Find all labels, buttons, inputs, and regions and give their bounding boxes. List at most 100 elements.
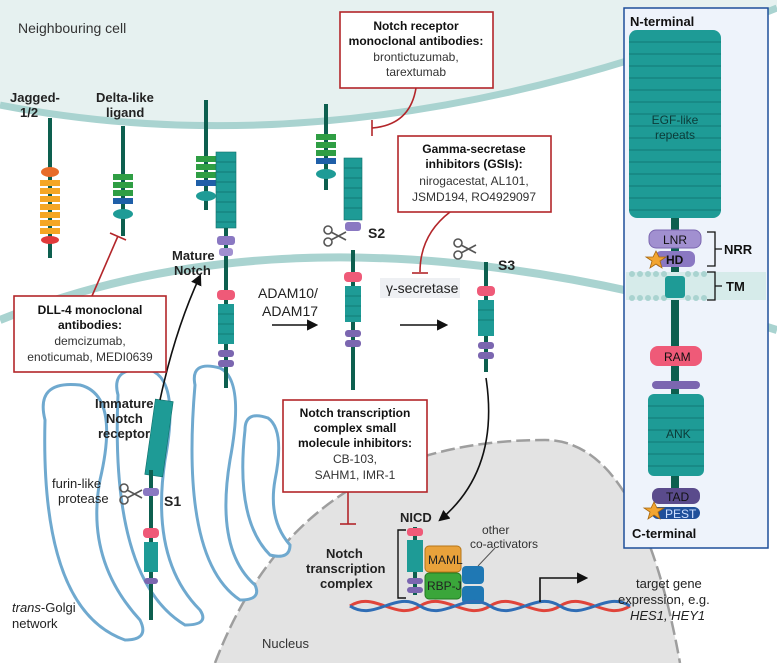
pest-label: PEST [665, 507, 697, 521]
hd-mutation-star-icon [644, 250, 668, 269]
dll4-drug-2: enoticumab, MEDI0639 [27, 350, 153, 364]
dll4-mab-inhibitor: DLL-4 monoclonal antibodies: demcizumab,… [13, 232, 167, 373]
immature-notch-receptor [143, 398, 174, 620]
golgi-network [41, 364, 292, 642]
tc-drug-1: CB-103, [333, 452, 377, 466]
mature-notch-receptor [215, 151, 237, 388]
tm-bracket [707, 271, 722, 301]
nucleus-label: Nucleus [262, 636, 309, 651]
immature-notch-label: Immature [95, 396, 154, 411]
nicd-translocation-arrow [438, 377, 490, 522]
mature-notch-label: Mature [172, 248, 215, 263]
coactivators-label: other [482, 523, 509, 537]
furin-label-2: protease [58, 491, 109, 506]
dll4-title: DLL-4 monoclonal [38, 303, 143, 317]
golgi-label-2: network [12, 616, 58, 631]
gamma-secretase-bg [380, 278, 460, 298]
target-gene-label-3: HES1, HEY1 [630, 608, 705, 623]
delta-like-label: Delta-like [96, 90, 154, 105]
gsi-title: Gamma-secretase [422, 142, 526, 156]
tad-domain [652, 488, 700, 504]
target-gene-label: target gene [636, 576, 702, 591]
complex-bracket [397, 529, 406, 599]
hd-label: HD [666, 253, 684, 267]
complex-label-3: complex [320, 576, 374, 591]
ank-domain [648, 394, 704, 476]
lnr-domain [648, 229, 702, 249]
tc-drug-2: SAHM1, IMR-1 [315, 468, 396, 482]
gsi-drug-1: nirogacestat, AL101, [419, 174, 528, 188]
gsi-inhibitor: Gamma-secretase inhibitors (GSIs): nirog… [397, 135, 552, 274]
egf-label: EGF-like [652, 113, 699, 127]
s1-label: S1 [164, 493, 181, 509]
rbpj-protein [424, 572, 462, 600]
adam-label-2: ADAM17 [262, 303, 318, 319]
s2-cleavage-receptor [343, 157, 363, 390]
ram-domain [650, 346, 702, 366]
notch-mab-drug-2: tarextumab [386, 65, 446, 79]
tm-label: TM [726, 279, 745, 294]
s2-scissors-icon [323, 225, 347, 247]
s2-label: S2 [368, 225, 385, 241]
nrr-label: NRR [724, 242, 753, 257]
adam-label: ADAM10/ [258, 285, 318, 301]
tc-title-3: molecule inhibitors: [298, 436, 412, 450]
coactivator-pointer [477, 547, 496, 567]
furin-label: furin-like [52, 476, 101, 491]
neighbouring-cell-label: Neighbouring cell [18, 20, 126, 36]
s1-scissors-icon [119, 483, 143, 505]
transcription-complex-inhibitor: Notch transcription complex small molecu… [282, 399, 428, 525]
nicd-in-nucleus [407, 527, 423, 595]
tc-title-2: complex small [314, 421, 397, 435]
ram-label: RAM [664, 350, 691, 364]
coactivator-1 [462, 566, 484, 584]
maturation-arrow [159, 273, 202, 401]
gsi-drug-2: JSMD194, RO4929097 [412, 190, 536, 204]
nicd-label: NICD [400, 510, 432, 525]
coactivators-label-2: co-activators [470, 537, 538, 551]
ank-label: ANK [666, 427, 691, 441]
golgi-label: trans-Golgi [12, 600, 76, 615]
jagged-ligand [40, 118, 60, 258]
notch-mab-title-2: monoclonal antibodies: [349, 34, 484, 48]
gamma-secretase-label: γ-secretase [386, 280, 459, 296]
s3-cleavage-receptor [477, 262, 495, 372]
maml-protein [424, 545, 462, 573]
egf-repeats-domain [629, 30, 721, 218]
jagged-label: Jagged- [10, 90, 60, 105]
immature-notch-label-2: Notch [106, 411, 143, 426]
rbpj-label: RBP-J [427, 579, 462, 593]
dna-helix [349, 599, 631, 613]
gsi-title-2: inhibitors (GSIs): [425, 157, 522, 171]
s3-label: S3 [498, 257, 515, 273]
domain-structure-panel: N-terminal EGF-like repeats LNR HD NRR [623, 7, 769, 549]
complex-label-2: transcription [306, 561, 386, 576]
c-terminal-label: C-terminal [632, 526, 696, 541]
maml-label: MAML [428, 553, 463, 567]
dll4-title-2: antibodies: [58, 318, 122, 332]
tad-label: TAD [666, 490, 689, 504]
jagged-label-2: 1/2 [20, 105, 38, 120]
notch-mab-inhibitor: Notch receptor monoclonal antibodies: br… [339, 11, 494, 136]
notch-mab-title: Notch receptor [373, 19, 459, 33]
tm-membrane [626, 271, 766, 301]
coactivator-2 [462, 586, 484, 604]
egf-label-2: repeats [655, 128, 695, 142]
transcription-arrow [539, 572, 589, 602]
pest-mutation-star-icon [642, 501, 666, 520]
immature-notch-label-3: receptor [98, 426, 150, 441]
hd-domain [655, 251, 695, 267]
target-gene-label-2: expression, e.g. [618, 592, 710, 607]
n-terminal-label: N-terminal [630, 14, 694, 29]
bound-ligand-1 [196, 100, 216, 210]
pest-domain [652, 507, 700, 519]
lnr-label: LNR [663, 233, 687, 247]
bound-ligand-2 [316, 104, 336, 190]
mature-notch-label-2: Notch [174, 263, 211, 278]
notch-mab-drug-1: brontictuzumab, [373, 50, 458, 64]
dll4-drug-1: demcizumab, [54, 334, 125, 348]
delta-like-label-2: ligand [106, 105, 144, 120]
linker-domain [652, 381, 700, 389]
